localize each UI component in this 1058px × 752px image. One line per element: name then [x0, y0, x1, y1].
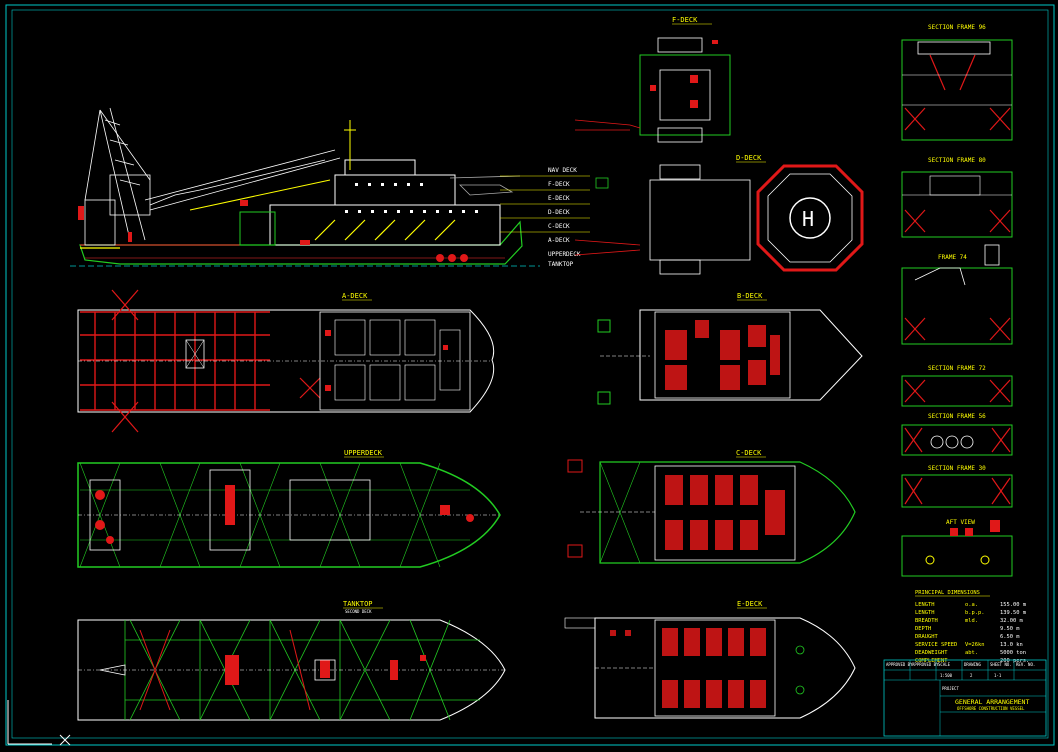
tanktop-plan: TANKTOP SECOND DECK — [77, 600, 506, 721]
level-label: A-DECK — [548, 237, 570, 244]
section-title: SECTION FRAME 72 — [928, 365, 986, 372]
particular-value: 13.0 kn — [1000, 642, 1023, 648]
particular-sym: V=26kn — [965, 642, 984, 648]
particular-label: DEADWEIGHT — [915, 650, 948, 656]
drawing-subtitle: OFFSHORE CONSTRUCTION VESSEL — [957, 706, 1025, 711]
a-deck-plan: A-DECK — [77, 289, 495, 433]
title-block-field: APPROVED BY — [886, 662, 913, 667]
upperdeck-plan: UPPERDECK — [77, 449, 501, 568]
particular-value: 200 pers. — [1000, 658, 1029, 664]
section-title: SECTION FRAME 96 — [928, 24, 986, 31]
level-label: UPPERDECK — [548, 251, 581, 258]
section-views: SECTION FRAME 96 SECTION FRAME 80 FRAME … — [901, 24, 1013, 577]
particular-value: 32.00 m — [1000, 618, 1023, 624]
section-title: SECTION FRAME 30 — [928, 465, 986, 472]
helideck — [756, 164, 864, 272]
level-label: TANKTOP — [548, 261, 574, 268]
view-title: B-DECK — [737, 292, 763, 300]
title-block-field: APPROVED BY — [912, 662, 939, 667]
section-title: SECTION FRAME 80 — [928, 157, 986, 164]
section-title: SECTION FRAME 56 — [928, 413, 986, 420]
particular-label: COMPLEMENT — [915, 658, 948, 664]
particular-label: DRAUGHT — [915, 634, 938, 640]
side-profile-view: NAV DECK F-DECK E-DECK D-DECK C-DECK A-D… — [70, 107, 590, 268]
view-title: D-DECK — [736, 154, 762, 162]
level-label: C-DECK — [548, 223, 570, 230]
particular-label: LENGTH — [915, 602, 934, 608]
particular-label: BREADTH — [915, 618, 938, 624]
particulars-title: PRINCIPAL DIMENSIONS — [915, 590, 980, 596]
title-block-field: PROJECT — [942, 686, 959, 691]
c-deck-plan: C-DECK — [567, 449, 856, 564]
particular-sym: b.p.p. — [965, 610, 984, 616]
view-title: UPPERDECK — [344, 449, 383, 457]
title-block-value: 1-1 — [994, 673, 1002, 678]
level-label: NAV DECK — [548, 167, 577, 174]
view-title: TANKTOP — [343, 600, 373, 608]
b-deck-plan: B-DECK — [597, 292, 863, 405]
level-label: F-DECK — [548, 181, 570, 188]
ucs-icon — [7, 700, 71, 746]
profile-level-labels: NAV DECK F-DECK E-DECK D-DECK C-DECK A-D… — [548, 167, 581, 268]
f-deck-plan: F-DECK — [574, 16, 731, 143]
drawing-border-outer — [5, 4, 1055, 746]
section-title: AFT VIEW — [946, 519, 975, 526]
level-label: D-DECK — [548, 209, 570, 216]
particular-sym: mld. — [965, 618, 978, 624]
view-subtitle: SECOND DECK — [345, 609, 372, 614]
particular-value: 155.00 m — [1000, 602, 1026, 608]
title-block-field: DRAWING — [964, 662, 981, 667]
particular-label: DEPTH — [915, 626, 931, 632]
view-title: C-DECK — [736, 449, 762, 457]
drawing-border-inner — [11, 9, 1049, 739]
d-deck-plan: D-DECK H — [574, 154, 864, 275]
title-block: APPROVED BY APPROVED BY SCALE DRAWING SH… — [883, 659, 1047, 737]
view-title: A-DECK — [342, 292, 368, 300]
level-label: E-DECK — [548, 195, 570, 202]
particular-value: 9.50 m — [1000, 626, 1019, 632]
view-title: F-DECK — [672, 16, 698, 24]
section-title: FRAME 74 — [938, 254, 967, 261]
title-block-field: REV. NO. — [1016, 662, 1035, 667]
principal-dimensions-table: PRINCIPAL DIMENSIONS LENGTH LENGTH BREAD… — [915, 590, 1029, 664]
particular-label: LENGTH — [915, 610, 934, 616]
title-block-value: 1:500 — [940, 673, 953, 678]
title-block-value: 2 — [970, 673, 973, 678]
particular-value: 5000 ton — [1000, 650, 1026, 656]
view-title: E-DECK — [737, 600, 763, 608]
particular-value: 139.50 m — [1000, 610, 1026, 616]
e-deck-plan: E-DECK — [564, 600, 856, 719]
helipad-h-icon: H — [802, 207, 814, 231]
title-block-field: SHEET NO. — [990, 662, 1012, 667]
particular-value: 6.50 m — [1000, 634, 1019, 640]
particular-sym: o.a. — [965, 602, 978, 608]
particular-sym: abt. — [965, 650, 978, 656]
title-block-field: SCALE — [938, 662, 951, 667]
particular-label: SERVICE SPEED — [915, 642, 957, 648]
drawing-title: GENERAL ARRANGEMENT — [955, 698, 1029, 706]
